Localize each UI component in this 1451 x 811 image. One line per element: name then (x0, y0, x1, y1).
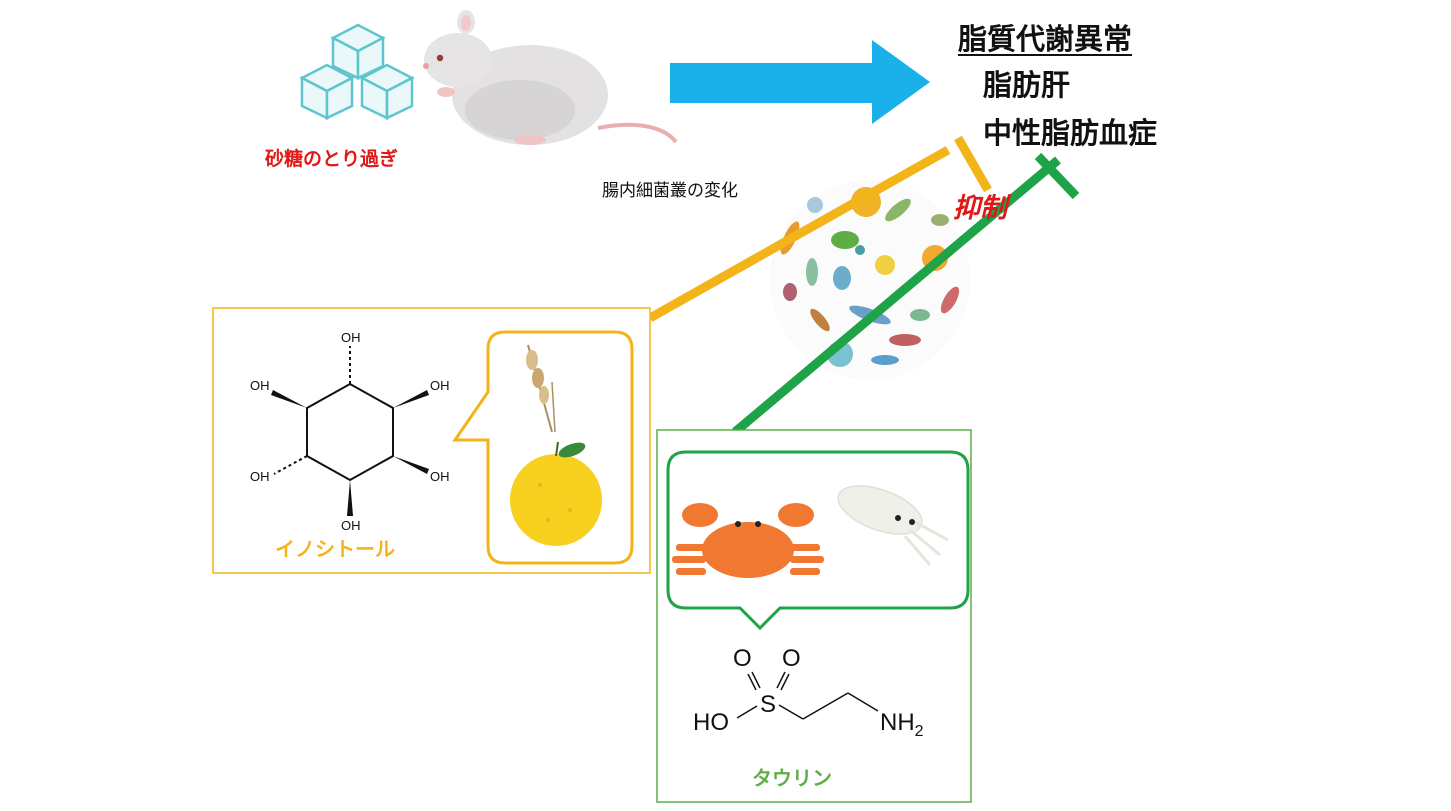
squid-icon (837, 485, 949, 566)
inositol-structure: OH OH OH OH OH OH (250, 330, 450, 533)
hypertriglyceridemia-label: 中性脂肪血症 (983, 116, 1158, 150)
taurine-label: タウリン (752, 766, 832, 790)
inhibition-label: 抑制 (953, 193, 1007, 224)
amine-label: NH2 (880, 709, 924, 740)
inositol-inhibition-bar (954, 135, 992, 193)
oh-label: OH (430, 378, 450, 393)
taurine-inhibition-line (732, 156, 1061, 436)
taurine-inhibition-bar (1034, 152, 1080, 200)
oh-label: OH (250, 469, 270, 484)
oh-label: OH (341, 518, 361, 533)
mouse-icon (423, 10, 678, 145)
yuzu-icon (510, 441, 602, 546)
oxygen-label: O (782, 645, 801, 672)
inositol-label: イノシトール (275, 537, 395, 561)
oh-label: OH (341, 330, 361, 345)
bacteria-icon (770, 180, 970, 380)
oh-label: OH (250, 378, 270, 393)
sulfur-label: S (760, 691, 776, 718)
sugar-excess-label: 砂糖のとり過ぎ (265, 148, 399, 170)
oh-label: OH (430, 469, 450, 484)
hydroxyl-label: HO (693, 709, 729, 736)
progression-arrow (670, 40, 930, 124)
sugar-cubes-icon (299, 23, 415, 120)
wheat-icon (526, 344, 556, 433)
crab-icon (672, 503, 824, 578)
lipid-disorder-heading: 脂質代謝異常 (958, 22, 1133, 56)
oxygen-label: O (733, 645, 752, 672)
fatty-liver-label: 脂肪肝 (983, 68, 1071, 102)
microbiota-change-label: 腸内細菌叢の変化 (602, 181, 738, 201)
inositol-inhibition-line (647, 146, 951, 322)
taurine-structure: O O S HO NH2 (693, 645, 924, 740)
